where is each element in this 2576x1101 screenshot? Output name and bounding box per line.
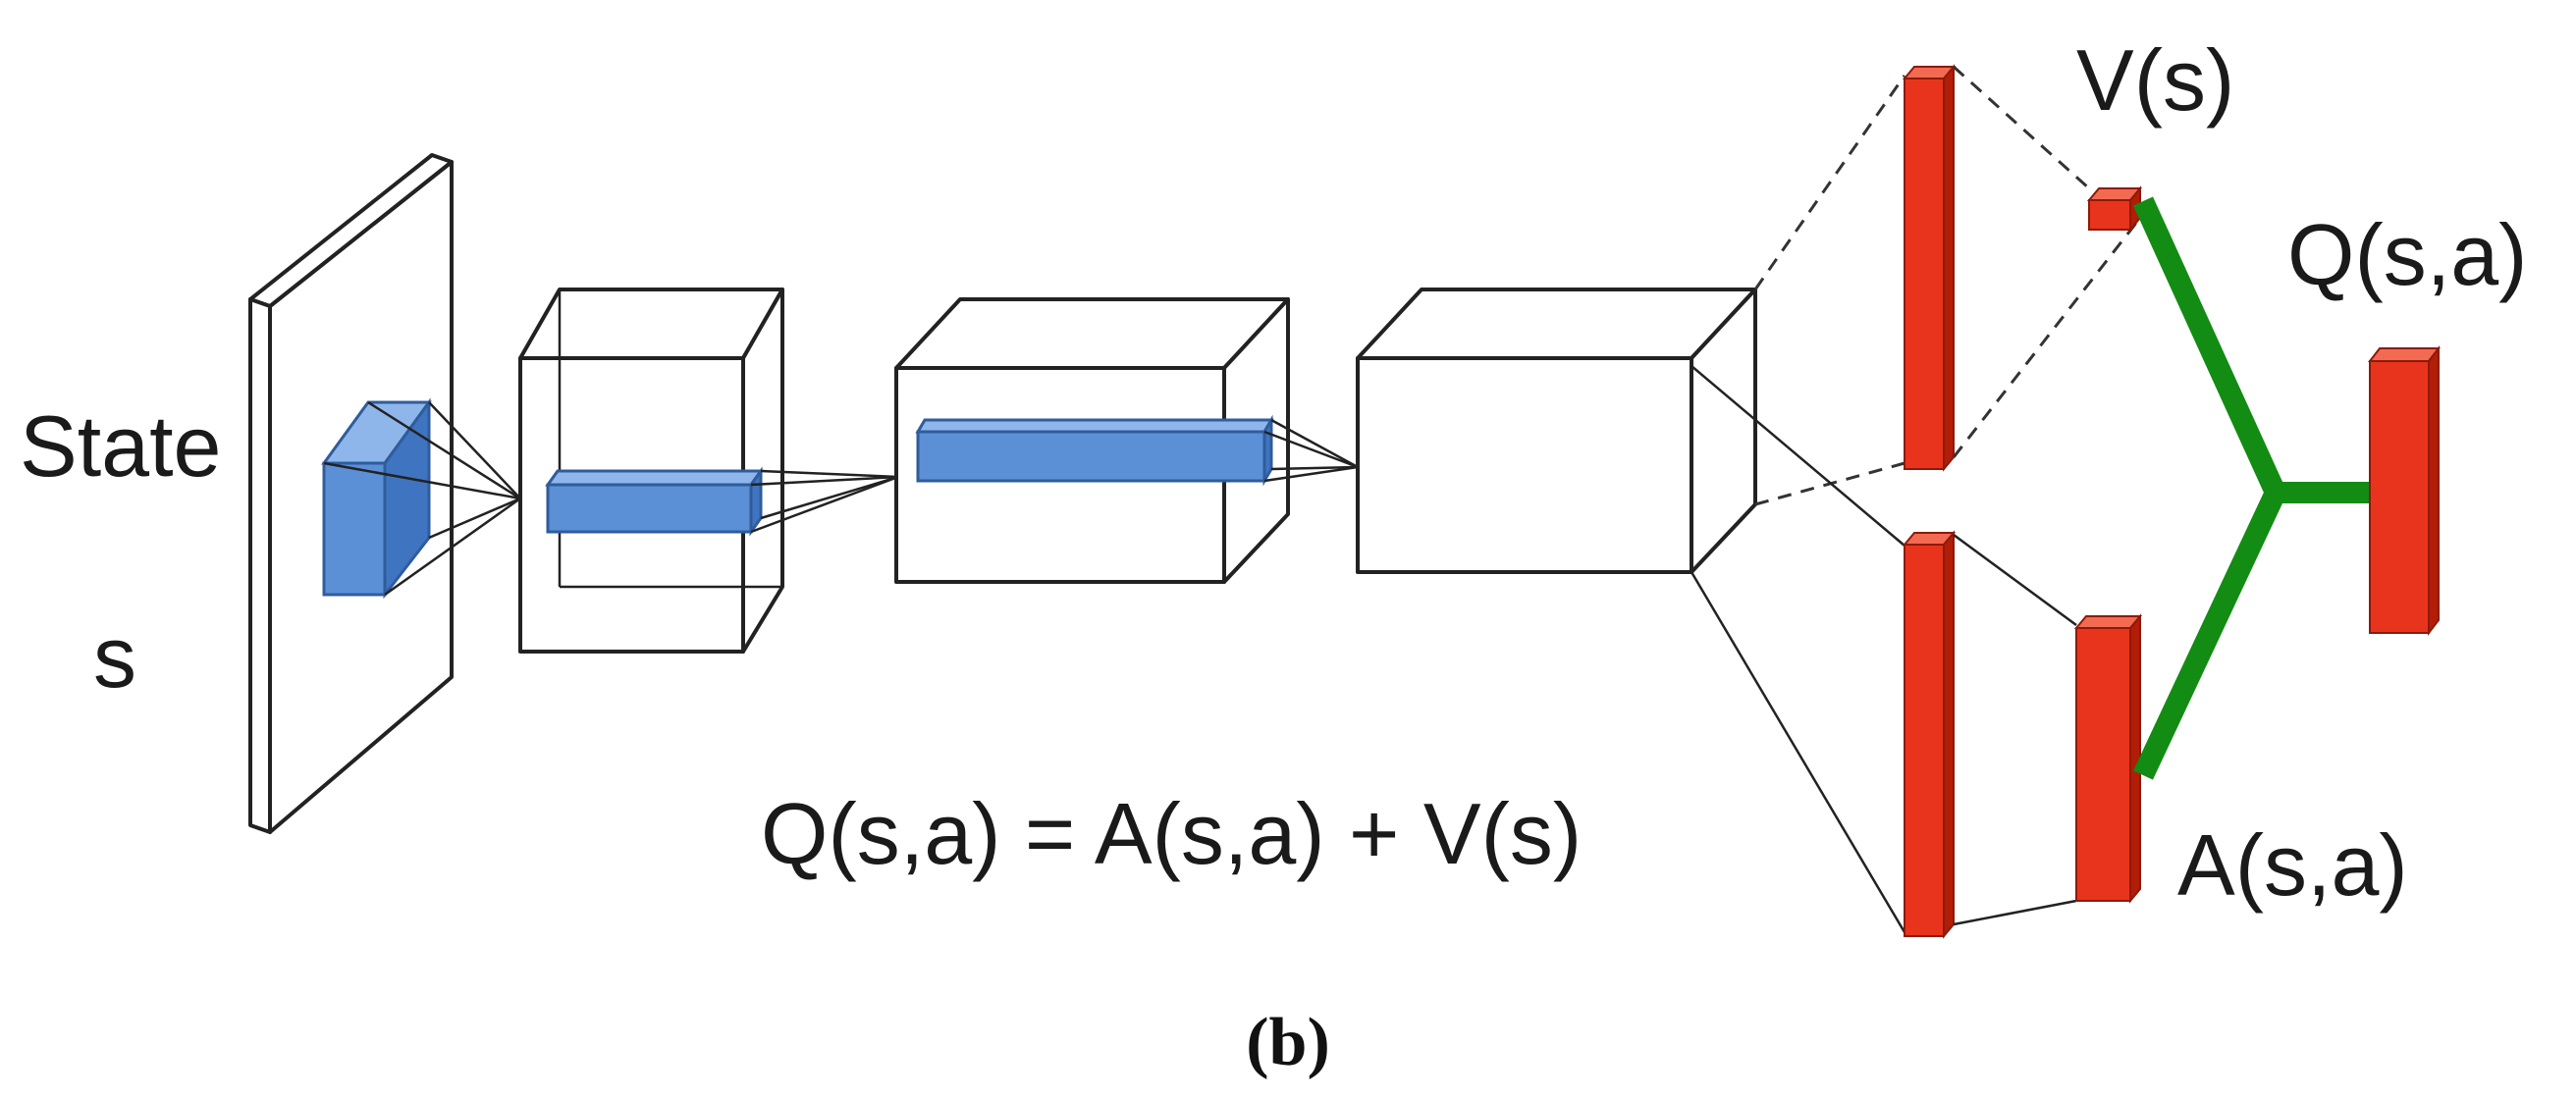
value-dashed-connectors (1952, 65, 2142, 458)
figure-caption: (b) (1246, 1005, 1330, 1080)
state-symbol-label: s (93, 608, 136, 706)
input-kernel (321, 397, 432, 600)
value-scalar-node (2086, 185, 2143, 233)
value-label: V(s) (2076, 31, 2234, 129)
advantage-connectors (1953, 533, 2077, 926)
conv1-kernel (545, 466, 764, 537)
q-output-layer (2367, 345, 2442, 636)
equation-label: Q(s,a) = A(s,a) + V(s) (761, 785, 1582, 882)
value-fc-layer (1902, 64, 1957, 472)
connector-conv1-conv2 (750, 469, 899, 534)
advantage-fc-layer-2 (2073, 613, 2143, 904)
connector-conv3-advantage-stream (1690, 365, 1906, 933)
connector-input-conv1 (323, 400, 521, 597)
aggregation-layer (2132, 196, 2370, 780)
advantage-fc-layer-1 (1902, 530, 1957, 939)
q-value-label: Q(s,a) (2287, 206, 2527, 303)
state-label: State (20, 397, 221, 495)
advantage-label: A(s,a) (2177, 816, 2408, 914)
conv2-kernel (915, 414, 1274, 487)
conv-layer-3 (1356, 288, 1757, 574)
connector-conv2-conv3 (1263, 418, 1359, 483)
